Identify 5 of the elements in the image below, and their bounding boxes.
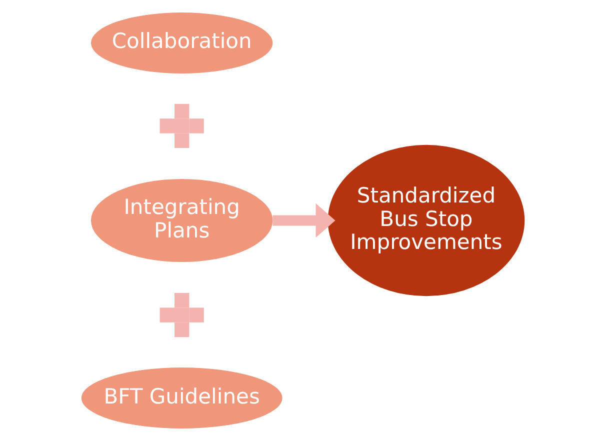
node-ellipse: Collaboration bbox=[90, 12, 272, 74]
node-ellipse: Integrating Plans bbox=[90, 179, 272, 262]
node-ellipse: BFT Guidelines bbox=[80, 368, 282, 428]
arrow bbox=[272, 203, 335, 238]
node-ellipse: Standardized Bus Stop Improvements bbox=[327, 144, 524, 296]
